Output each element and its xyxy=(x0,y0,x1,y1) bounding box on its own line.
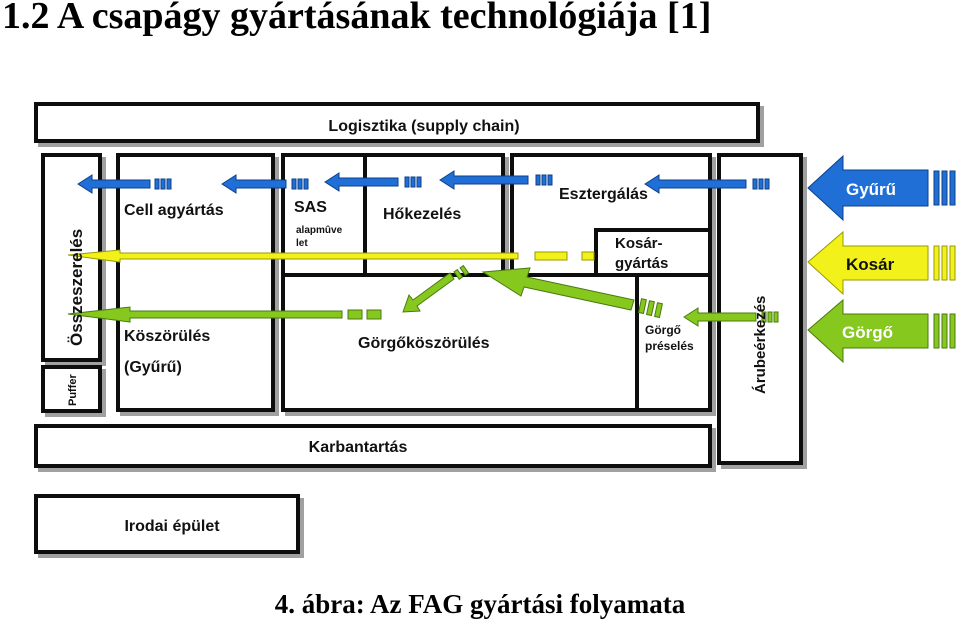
page-title: 1.2 A csapágy gyártásának technológiája … xyxy=(2,0,712,37)
input-ring-label: Gyűrű xyxy=(846,180,896,199)
blue-arrow-to-turning xyxy=(644,174,770,194)
office-label: Irodai épület xyxy=(124,518,220,535)
roller-press-label-1: Görgő xyxy=(645,323,681,337)
turning-label: Esztergálás xyxy=(559,186,648,203)
green-arrow-from-press xyxy=(481,267,663,319)
cell-label: Cell agyártás xyxy=(124,202,224,219)
sas-sub-label-1: alapmûve xyxy=(296,225,343,236)
roller-press-label-2: préselés xyxy=(645,339,694,353)
maintenance-box xyxy=(34,424,712,468)
grinding-label-1: Köszörülés xyxy=(124,328,210,345)
cage-label-1: Kosár- xyxy=(615,235,663,252)
yellow-arrow-to-assembly xyxy=(67,249,595,263)
maintenance-label: Karbantartás xyxy=(309,439,408,456)
input-cage-label: Kosár xyxy=(846,255,895,274)
cage-label-2: gyártás xyxy=(615,255,668,272)
blue-arrow-to-sas xyxy=(324,172,422,192)
green-arrow-to-press xyxy=(683,307,779,327)
green-arrow-to-assembly xyxy=(67,306,382,323)
input-cage-arrow xyxy=(807,230,956,296)
heat-label: Hőkezelés xyxy=(383,206,461,223)
buffer-label: Puffer xyxy=(67,374,79,407)
roller-grind-label: Görgőköszörülés xyxy=(358,335,490,352)
goods-in-label: Árubeérkezés xyxy=(752,296,769,394)
logistics-label: Logisztika (supply chain) xyxy=(328,118,519,135)
blue-arrow-to-assembly xyxy=(77,174,172,194)
blue-arrow-to-heat xyxy=(439,170,553,190)
cage-box xyxy=(594,228,712,277)
green-arrow-to-roller-grind xyxy=(402,264,470,313)
buffer-box xyxy=(41,365,102,413)
blue-arrow-to-cell xyxy=(221,174,309,194)
sas-sub-label-2: let xyxy=(296,238,308,249)
figure-caption: 4. ábra: Az FAG gyártási folyamata xyxy=(274,589,686,619)
roller-press-box xyxy=(635,273,712,412)
office-box xyxy=(34,494,300,554)
logistics-box xyxy=(34,102,760,143)
assembly-label: Összeszerelés xyxy=(67,229,86,346)
cell-box xyxy=(116,153,275,412)
goods-in-box xyxy=(717,153,803,465)
input-roller-label: Görgő xyxy=(842,323,893,342)
production-flow-diagram: Logisztika (supply chain) Összeszerelés … xyxy=(34,102,956,554)
grinding-label-2: (Gyűrű) xyxy=(124,359,182,376)
sas-label: SAS xyxy=(294,199,327,216)
input-roller-arrow xyxy=(807,298,956,364)
input-ring-arrow xyxy=(807,154,956,222)
